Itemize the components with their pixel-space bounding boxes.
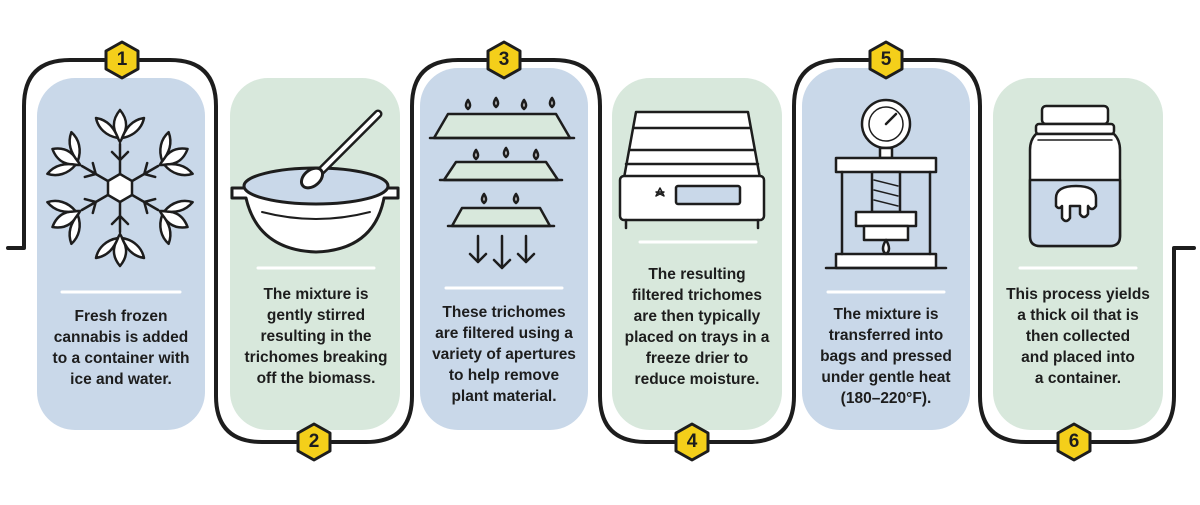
step-5-line: (180–220°F). <box>840 390 932 407</box>
step-4-line: freeze drier to <box>645 350 749 367</box>
badge-number-2: 2 <box>308 431 320 452</box>
step-1-line: cannabis is added <box>53 329 189 346</box>
step-6-description: This process yields a thick oil that is … <box>998 284 1158 389</box>
step-4-line: are then typically <box>633 308 761 325</box>
step-4-line: reduce moisture. <box>634 371 760 388</box>
step-2-description: The mixture is gently stirred resulting … <box>236 284 396 389</box>
snowflake-cannabis-icon <box>39 108 201 268</box>
step-5-description: The mixture is transferred into bags and… <box>806 304 966 409</box>
step-1-line: ice and water. <box>70 371 172 388</box>
badge-2-hexagon <box>296 422 332 462</box>
bowl-spoon-icon <box>230 109 400 254</box>
badge-number-4: 4 <box>686 431 698 452</box>
step-4-description: The resulting filtered trichomes are the… <box>617 264 777 390</box>
step-1-line: Fresh frozen <box>74 308 168 325</box>
freeze-dryer-icon <box>618 110 766 230</box>
flow-outline <box>6 58 1196 444</box>
badge-5-hexagon <box>868 40 904 80</box>
step-3-line: are filtered using a <box>435 325 573 342</box>
step-6-line: a thick oil that is <box>1017 307 1139 324</box>
dividers <box>60 240 1138 294</box>
badge-number-1: 1 <box>116 49 128 70</box>
badge-number-3: 3 <box>498 49 510 70</box>
filter-trays-icon <box>428 96 576 270</box>
card-2-bg <box>230 78 400 430</box>
card-3-bg <box>420 68 588 430</box>
step-2-line: The mixture is <box>263 286 369 303</box>
press-gauge-icon <box>824 98 948 270</box>
step-4-line: placed on trays in a <box>624 329 770 346</box>
badge-6-hexagon <box>1056 422 1092 462</box>
badge-number-6: 6 <box>1068 431 1080 452</box>
oil-jar-icon <box>1028 104 1122 248</box>
step-2-line: gently stirred <box>266 307 366 324</box>
step-4-line: The resulting <box>648 266 746 283</box>
step-5-line: transferred into <box>828 327 944 344</box>
step-2-line: off the biomass. <box>256 370 376 387</box>
step-3-line: plant material. <box>451 388 557 405</box>
step-6-line: This process yields <box>1006 286 1150 303</box>
step-6-line: and placed into <box>1021 349 1135 366</box>
step-5-line: The mixture is <box>833 306 939 323</box>
step-5-line: under gentle heat <box>821 369 951 386</box>
step-2-line: resulting in the <box>260 328 372 345</box>
step-6-line: a container. <box>1034 370 1122 387</box>
step-3-description: These trichomes are filtered using a var… <box>424 302 584 407</box>
step-2-line: trichomes breaking <box>244 349 388 366</box>
badge-3-hexagon <box>486 40 522 80</box>
badge-4-hexagon <box>674 422 710 462</box>
step-6-line: then collected <box>1025 328 1131 345</box>
step-4-line: filtered trichomes <box>631 287 763 304</box>
step-5-line: bags and pressed <box>820 348 952 365</box>
step-3-line: to help remove <box>448 367 560 384</box>
badge-number-5: 5 <box>880 49 892 70</box>
step-1-description: Fresh frozen cannabis is added to a cont… <box>41 306 201 390</box>
step-3-line: variety of apertures <box>432 346 576 363</box>
badges <box>104 40 1092 462</box>
step-1-line: to a container with <box>52 350 190 367</box>
badge-1-hexagon <box>104 40 140 80</box>
step-3-line: These trichomes <box>442 304 566 321</box>
